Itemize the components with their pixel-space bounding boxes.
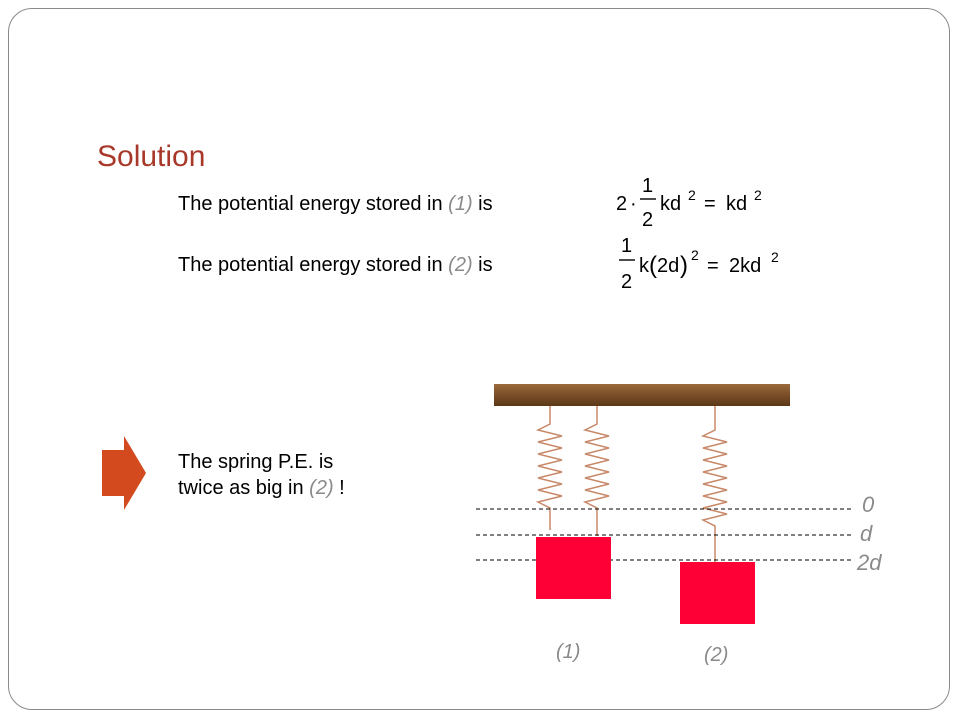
level-label-2d: 2d <box>856 550 882 575</box>
spring-2 <box>700 406 728 562</box>
eq2-exponent: 2 <box>691 247 699 263</box>
pe-statement-2-suffix: is <box>472 254 493 276</box>
pe-statement-1-suffix: is <box>472 193 493 215</box>
pe-statement-1-tag: (1) <box>448 193 473 215</box>
eq1-lhs-exponent: 2 <box>688 187 696 203</box>
eq2-inner: 2d <box>657 255 679 277</box>
conclusion-text: The spring P.E. is twice as big in (2) ! <box>178 449 345 501</box>
eq1-coefficient: 2 <box>616 193 627 215</box>
conclusion-line-2-prefix: twice as big in <box>178 477 310 499</box>
equation-1: 2 · 1 2 kd 2 = kd 2 <box>616 175 762 231</box>
case-label-2: (2) <box>704 644 728 666</box>
eq2-equals: = <box>707 255 719 277</box>
spring-1b <box>582 406 610 536</box>
eq1-lhs-term: kd <box>660 193 681 215</box>
eq1-fraction-denominator: 2 <box>642 209 653 231</box>
mass-1 <box>536 537 611 599</box>
eq2-fraction-denominator: 2 <box>621 271 632 293</box>
eq2-k: k <box>639 255 650 277</box>
eq1-rhs-term: kd <box>726 193 747 215</box>
right-arrow-icon <box>102 436 146 510</box>
eq2-rhs: 2kd <box>729 255 761 277</box>
eq1-rhs-exponent: 2 <box>754 187 762 203</box>
conclusion-line-2-suffix: ! <box>333 477 345 499</box>
spring-diagram: 0 d 2d (1) (2) <box>476 384 882 666</box>
pe-statement-2-prefix: The potential energy stored in <box>178 254 449 276</box>
eq1-fraction-numerator: 1 <box>642 175 653 197</box>
conclusion-line-2: twice as big in (2) ! <box>178 475 345 501</box>
conclusion-line-2-tag: (2) <box>309 477 334 499</box>
eq2-fraction-numerator: 1 <box>621 235 632 257</box>
slide-frame <box>8 8 950 710</box>
level-label-d: d <box>860 521 873 546</box>
case-label-1: (1) <box>556 641 580 663</box>
eq2-paren-close: ) <box>680 252 688 279</box>
pe-statement-2-tag: (2) <box>448 254 473 276</box>
conclusion-line-1: The spring P.E. is <box>178 451 334 473</box>
pe-statement-1-prefix: The potential energy stored in <box>178 193 449 215</box>
mass-2 <box>680 562 755 624</box>
eq2-rhs-exponent: 2 <box>771 249 779 265</box>
eq2-paren-open: ( <box>649 252 657 279</box>
pe-statement-1: The potential energy stored in (1) is <box>178 193 493 216</box>
level-label-0: 0 <box>862 492 875 517</box>
slide-title: Solution <box>97 140 206 173</box>
pe-statement-2: The potential energy stored in (2) is <box>178 254 493 277</box>
equation-2: 1 2 k ( 2d ) 2 = 2kd 2 <box>619 235 779 293</box>
spring-1a <box>535 406 563 530</box>
eq1-equals: = <box>704 193 716 215</box>
ceiling-beam <box>494 384 790 406</box>
eq1-dot: · <box>630 193 637 215</box>
